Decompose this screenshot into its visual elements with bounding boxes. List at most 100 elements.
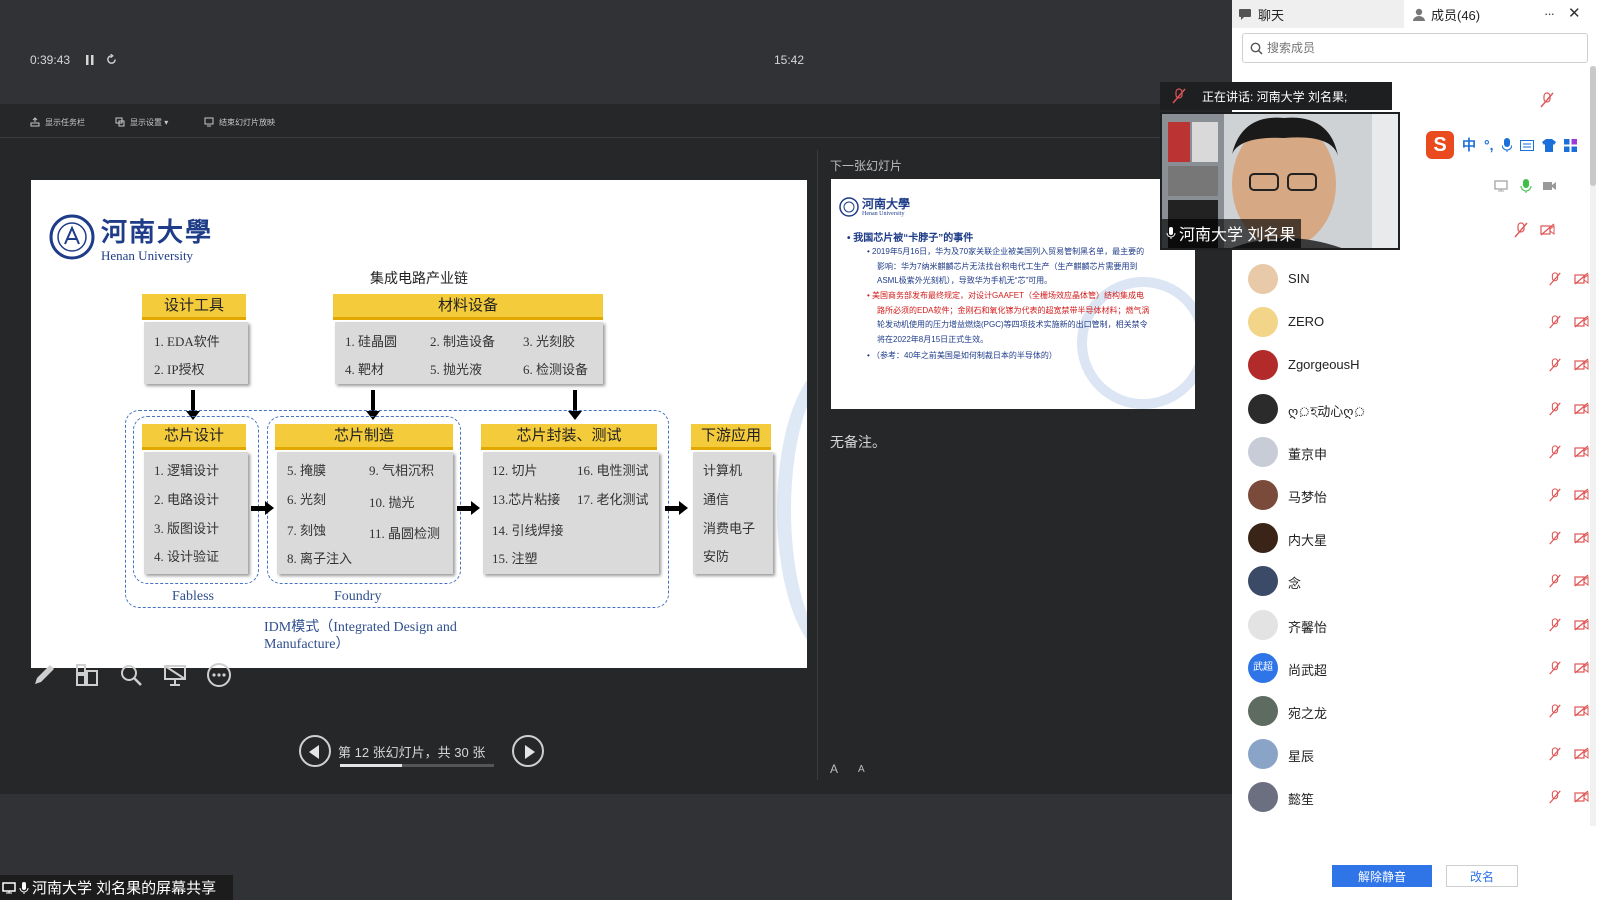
chip-mfg-item: 8. 离子注入	[287, 551, 353, 566]
slide-progress-fill	[340, 764, 402, 767]
pen-icon[interactable]	[31, 662, 57, 688]
next-slide-button[interactable]	[512, 735, 544, 767]
box-downstream: 计算机 通信 消费电子 安防	[693, 452, 773, 574]
downstream-item: 通信	[703, 492, 730, 507]
box-chip-design: 1. 逻辑设计 2. 电路设计 3. 版图设计 4. 设计验证	[144, 452, 248, 574]
member-row[interactable]: ZERO	[1232, 302, 1600, 342]
avatar	[1248, 782, 1278, 813]
mic-muted-icon	[1514, 222, 1528, 238]
avatar	[1248, 436, 1278, 467]
pause-icon[interactable]	[86, 55, 94, 65]
ime-voice-icon[interactable]	[1501, 138, 1512, 152]
member-row[interactable]: SIN	[1232, 259, 1600, 299]
tab-members[interactable]: 成员(46)	[1404, 0, 1600, 28]
mic-muted-icon	[1548, 747, 1562, 761]
close-button[interactable]: ✕	[1568, 5, 1581, 22]
video-name-tag: 河南大学 刘名果	[1162, 219, 1302, 248]
avatar	[1248, 307, 1278, 338]
scrollbar-thumb[interactable]	[1590, 66, 1596, 186]
mic-muted-icon	[1548, 358, 1562, 372]
next-slide-paragraph: • 2019年5月16日，华为及70家关联企业被美国列入贸易管制黑名单，最主要的…	[867, 245, 1167, 289]
unmute-button[interactable]: 解除静音	[1332, 865, 1432, 887]
active-speaker-bar: 正在讲话: 河南大学 刘名果;	[1160, 82, 1392, 110]
design-tool-item: 1. EDA软件	[154, 334, 220, 349]
camera-off-icon	[1574, 790, 1589, 803]
reset-timer-icon[interactable]	[106, 54, 117, 65]
member-row[interactable]: 董京申	[1232, 432, 1600, 472]
avatar	[1248, 350, 1278, 381]
ime-language-toggle[interactable]: 中	[1462, 137, 1476, 153]
taskbar-icon	[30, 117, 40, 127]
member-name: 星辰	[1288, 749, 1315, 765]
all-slides-icon[interactable]	[74, 662, 100, 688]
tab-chat[interactable]: 聊天	[1232, 0, 1404, 28]
slide-progress	[340, 764, 494, 767]
share-status-text: 河南大学 刘名果的屏幕共享	[32, 880, 217, 897]
rename-button[interactable]: 改名	[1446, 865, 1518, 887]
screen-share-status: 河南大学 刘名果的屏幕共享	[0, 875, 233, 900]
member-row[interactable]: ZgorgeousH	[1232, 345, 1600, 385]
search-input[interactable]	[1267, 39, 1577, 57]
slide-watermark	[777, 360, 807, 660]
speaker-video[interactable]: 河南大学 刘名果	[1160, 112, 1400, 250]
member-row[interactable]: 马梦怡	[1232, 475, 1600, 515]
member-row[interactable]: 念	[1232, 561, 1600, 601]
member-name: 齐馨怡	[1288, 619, 1328, 635]
header-design-tools: 设计工具	[142, 294, 246, 320]
more-options-icon[interactable]	[206, 662, 232, 688]
text-line: ASML极紫外光刻机），导致华为手机无“芯”可用。	[877, 276, 1053, 285]
camera-off-icon	[1574, 445, 1589, 458]
more-button[interactable]: ···	[1544, 6, 1555, 21]
member-row[interactable]: 齐馨怡	[1232, 605, 1600, 645]
member-row[interactable]: ღ়হ动心ღ়	[1232, 389, 1600, 429]
decrease-font-button[interactable]: A	[858, 764, 865, 775]
ime-keyboard-icon[interactable]	[1519, 139, 1534, 151]
camera-off-icon	[1574, 272, 1589, 285]
material-item: 3. 光刻胶	[523, 334, 576, 349]
ime-apps-icon[interactable]	[1563, 138, 1577, 152]
member-name: 董京申	[1288, 446, 1328, 462]
next-university-name-en: Henan University	[862, 211, 905, 217]
black-screen-icon[interactable]	[162, 662, 188, 688]
mic-muted-icon	[1548, 574, 1562, 588]
chip-mfg-item: 7. 刻蚀	[287, 523, 327, 538]
ime-logo-icon[interactable]: S	[1426, 131, 1454, 159]
member-row[interactable]: 武超尚武超	[1232, 648, 1600, 688]
ime-toolbar[interactable]: S 中 °,	[1424, 128, 1600, 162]
packaging-item: 17. 老化测试	[577, 492, 649, 507]
mic-muted-icon	[1172, 88, 1186, 104]
member-row[interactable]: 星辰	[1232, 734, 1600, 774]
chip-mfg-item: 10. 抛光	[369, 495, 415, 510]
member-name: SIN	[1288, 271, 1310, 286]
mic-muted-icon	[1548, 617, 1562, 632]
arrow-down	[366, 390, 380, 420]
fabless-boundary	[133, 416, 259, 584]
show-taskbar-label: 显示任务栏	[45, 117, 85, 127]
increase-font-button[interactable]: A	[830, 762, 839, 776]
member-name: ZgorgeousH	[1288, 357, 1360, 373]
previous-slide-button[interactable]	[299, 735, 331, 767]
material-item: 6. 检测设备	[523, 362, 589, 377]
member-row[interactable]: 懿笙	[1232, 777, 1600, 817]
member-row[interactable]: 宛之龙	[1232, 691, 1600, 731]
camera-off-icon	[1574, 531, 1589, 544]
member-name: 尚武超	[1288, 662, 1328, 678]
zoom-icon[interactable]	[118, 662, 144, 688]
material-item: 1. 硅晶圆	[345, 334, 398, 349]
end-slideshow-button[interactable]: 结束幻灯片放映	[204, 116, 275, 128]
packaging-item: 12. 切片	[492, 463, 538, 478]
ime-skin-icon[interactable]	[1541, 138, 1556, 152]
ime-punctuation-icon[interactable]: °,	[1484, 137, 1494, 153]
camera-off-icon	[1574, 315, 1589, 328]
next-slide-paragraph: • 美国商务部发布最终规定，对设计GAAFET（全栅场效应晶体管）结构集成电 路…	[867, 289, 1167, 347]
header-chip-design: 芯片设计	[142, 424, 246, 450]
tab-chat-label: 聊天	[1258, 7, 1285, 23]
show-taskbar-button[interactable]: 显示任务栏	[30, 116, 85, 128]
avatar: 武超	[1248, 652, 1278, 683]
member-list-scrollbar[interactable]	[1590, 66, 1596, 826]
member-row[interactable]: 内大星	[1232, 518, 1600, 558]
display-settings-button[interactable]: 显示设置 ▾	[115, 116, 168, 128]
member-search[interactable]	[1242, 33, 1588, 63]
pane-divider[interactable]	[817, 150, 818, 780]
camera-off-icon	[1574, 358, 1589, 371]
